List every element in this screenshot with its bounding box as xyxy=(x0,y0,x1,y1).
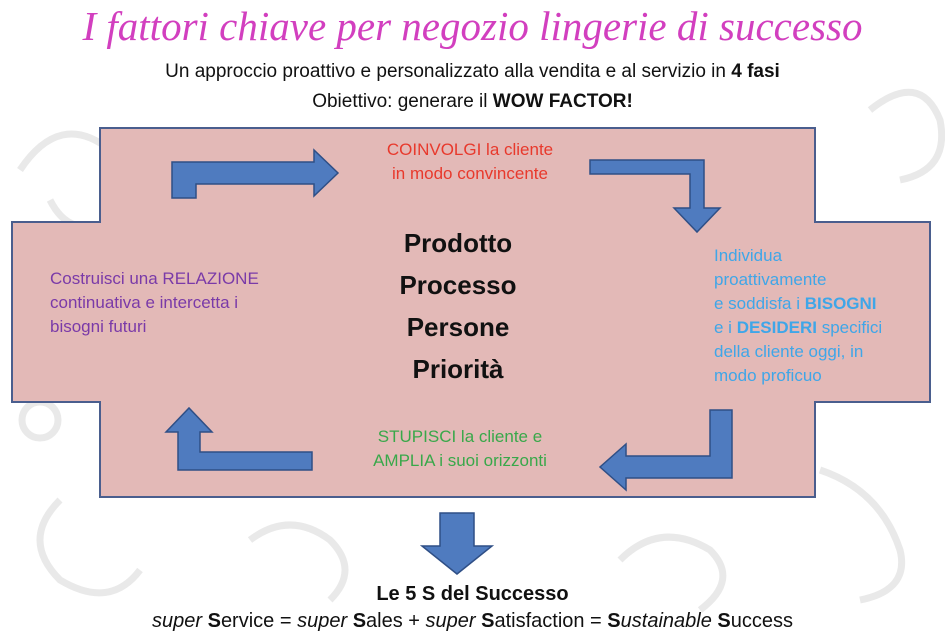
arrow-down-right-icon xyxy=(589,159,722,234)
center-word-processo: Processo xyxy=(399,270,517,300)
center-word-priorita: Priorità xyxy=(412,354,504,384)
phase-needs-text: Individua proattivamente e soddisfa i BI… xyxy=(714,244,934,388)
phase-needs-line-2: proattivamente xyxy=(714,270,827,289)
phase-needs-bisogni: BISOGNI xyxy=(804,294,877,313)
phase-engage-line-2: in modo convincente xyxy=(392,164,548,183)
formula-super-2: super xyxy=(297,610,348,632)
page-title: I fattori chiave per negozio lingerie di… xyxy=(82,3,863,49)
phase-needs-line-3-text: e soddisfa i xyxy=(714,294,805,313)
formula-s-5: S xyxy=(717,610,731,632)
footer-formula: super Service = super Sales + super Sati… xyxy=(0,607,945,635)
subtitle-line-2-bold: WOW FACTOR! xyxy=(492,91,633,112)
arrow-down-to-footer-icon xyxy=(419,512,495,575)
phase-needs-line-1: Individua xyxy=(714,246,783,265)
subtitle-line-2-text: Obiettivo: generare il xyxy=(312,91,488,112)
arrow-left-bottom-icon xyxy=(598,409,733,492)
subtitle-line-1: Un approccio proattivo e personalizzato … xyxy=(0,60,945,84)
arrow-right-top-icon xyxy=(171,148,340,199)
phase-relationship-line-3: bisogni futuri xyxy=(50,317,147,336)
phase-needs-line-4-pre: e i xyxy=(714,318,737,337)
phase-amaze-line-2: AMPLIA i suoi orizzonti xyxy=(373,451,547,470)
phase-relationship-text: Costruisci una RELAZIONE continuativa e … xyxy=(50,267,310,339)
phase-needs-line-6: modo proficuo xyxy=(714,366,822,385)
phase-needs-line-3: e soddisfa i BISOGNI xyxy=(714,292,934,316)
phase-needs-line-5: della cliente oggi, in xyxy=(714,342,864,361)
center-word-persone: Persone xyxy=(406,312,510,342)
footer-heading: Le 5 S del Successo xyxy=(376,583,569,605)
phase-needs-desideri: DESIDERI xyxy=(736,318,817,337)
phase-engage-line-1: COINVOLGI la cliente xyxy=(386,140,554,159)
center-word-prodotto: Prodotto xyxy=(403,228,513,258)
formula-satisfaction: atisfaction = xyxy=(494,610,608,632)
formula-sustainable: ustainable xyxy=(620,610,712,632)
phase-amaze-text: STUPISCI la cliente e AMPLIA i suoi oriz… xyxy=(340,425,580,473)
formula-super-3: super xyxy=(425,610,476,632)
formula-super-1: super xyxy=(152,610,203,632)
formula-service: ervice = xyxy=(220,610,298,632)
subtitle-line-2: Obiettivo: generare il WOW FACTOR! xyxy=(0,90,945,114)
phase-engage-text: COINVOLGI la cliente in modo convincente xyxy=(360,138,580,186)
phase-needs-line-4-post: specifici xyxy=(816,318,883,337)
formula-success: uccess xyxy=(730,610,793,632)
phase-relationship-line-2: continuativa e intercetta i xyxy=(50,293,239,312)
center-keywords: Prodotto Processo Persone Priorità xyxy=(340,222,576,390)
formula-s-4: S xyxy=(607,610,621,632)
subtitle-line-1-bold: 4 fasi xyxy=(731,61,780,82)
arrow-up-left-icon xyxy=(164,406,313,471)
formula-s-3: S xyxy=(481,610,495,632)
formula-sales: ales + xyxy=(366,610,426,632)
formula-s-1: S xyxy=(207,610,221,632)
phase-relationship-line-1: Costruisci una RELAZIONE xyxy=(50,269,259,288)
formula-s-2: S xyxy=(352,610,367,632)
phase-needs-line-4: e i DESIDERI specifici xyxy=(714,316,934,340)
phase-amaze-line-1: STUPISCI la cliente e xyxy=(377,427,543,446)
subtitle-line-1-text: Un approccio proattivo e personalizzato … xyxy=(165,61,726,82)
